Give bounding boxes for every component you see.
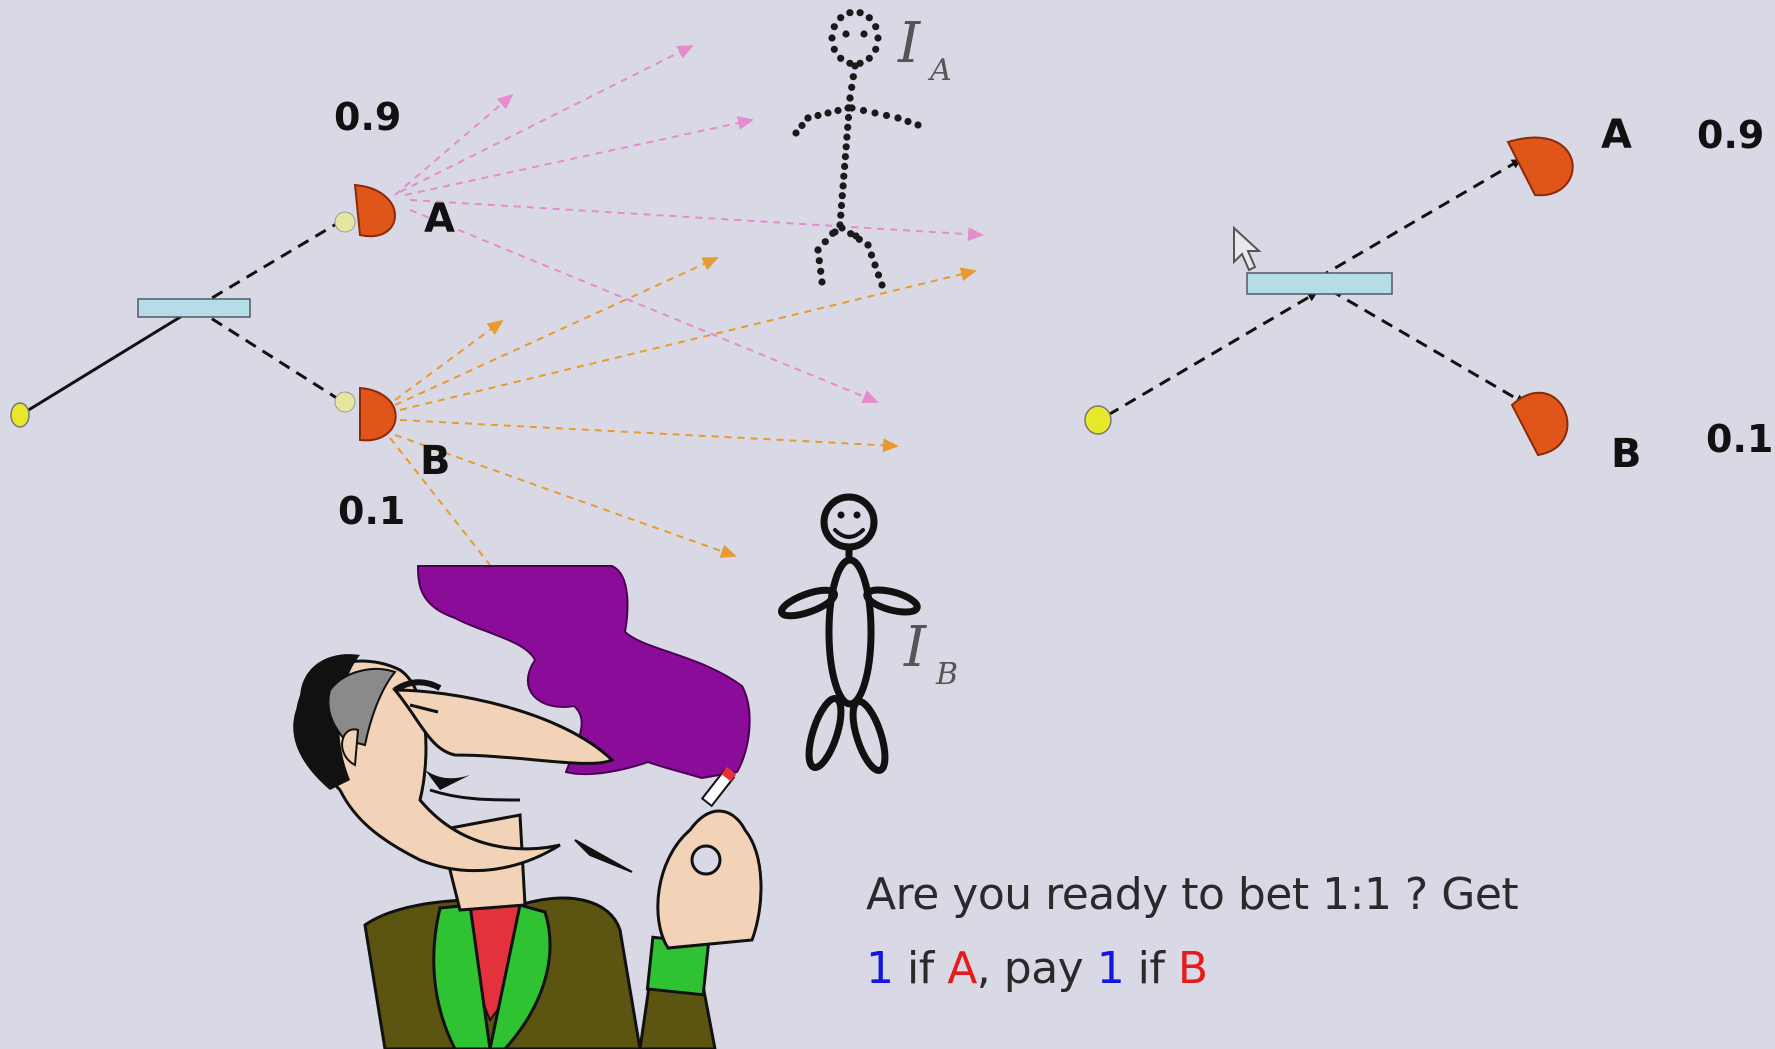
eye bbox=[409, 703, 439, 714]
mustache bbox=[425, 770, 470, 790]
hand bbox=[656, 809, 763, 950]
dotted-stick-figure bbox=[792, 9, 922, 289]
bet-line-2: 1 if A, pay 1 if B bbox=[866, 932, 1686, 1006]
eyebrow bbox=[393, 679, 442, 693]
observer-b-sub: B bbox=[935, 657, 958, 692]
beam-to-b bbox=[194, 306, 344, 404]
right-detector-b bbox=[1510, 391, 1569, 457]
detector-a bbox=[353, 183, 396, 238]
ear bbox=[341, 728, 360, 767]
cigarette-tip bbox=[721, 766, 737, 782]
beam-splitter bbox=[137, 298, 251, 318]
left-interferometer: 0.9 A B 0.1 bbox=[10, 45, 984, 566]
mouth bbox=[429, 788, 521, 802]
bet-pay-text: , pay bbox=[976, 943, 1097, 994]
orange-rays bbox=[389, 257, 977, 566]
right-detector-a bbox=[1506, 136, 1574, 197]
left-prob-b: 0.1 bbox=[338, 489, 405, 533]
nose bbox=[391, 688, 615, 765]
bet-outcome-a: A bbox=[947, 943, 977, 994]
hair-grey bbox=[327, 668, 397, 747]
bet-line-1: Are you ready to bet 1:1 ? Get bbox=[866, 869, 1519, 920]
bet-get-amount: 1 bbox=[866, 943, 894, 994]
lapel-left bbox=[432, 903, 492, 1049]
right-prob-b: 0.1 bbox=[1706, 417, 1773, 461]
goatee bbox=[574, 839, 633, 873]
right-beam-splitter bbox=[1246, 272, 1393, 295]
bet-if-1: if bbox=[893, 943, 948, 994]
finger-ring bbox=[690, 844, 722, 876]
right-beam-to-a bbox=[1317, 158, 1522, 280]
beam-to-a bbox=[194, 218, 344, 310]
photon-source bbox=[10, 402, 30, 428]
mouse-cursor-icon bbox=[1233, 225, 1262, 272]
right-label-a: A bbox=[1601, 112, 1632, 158]
smoking-man-cartoon bbox=[293, 565, 763, 1049]
smiling-stick-figure bbox=[778, 493, 921, 774]
right-prob-a: 0.9 bbox=[1697, 113, 1764, 157]
right-label-b: B bbox=[1611, 431, 1642, 477]
pink-rays bbox=[394, 45, 984, 404]
right-interferometer: A 0.9 B 0.1 bbox=[1084, 112, 1773, 477]
left-prob-a: 0.9 bbox=[334, 95, 401, 139]
bet-question: Are you ready to bet 1:1 ? Get 1 if A, p… bbox=[866, 858, 1686, 1006]
observer-b-symbol: I bbox=[903, 615, 928, 680]
bet-pay-amount: 1 bbox=[1096, 943, 1125, 994]
smoke-cloud bbox=[416, 565, 751, 780]
left-label-b: B bbox=[420, 438, 451, 484]
left-label-a: A bbox=[424, 196, 455, 242]
bet-outcome-b: B bbox=[1177, 943, 1208, 994]
photon-at-a bbox=[334, 211, 356, 233]
photon-at-b bbox=[334, 391, 356, 413]
detector-b bbox=[359, 386, 397, 442]
right-photon-source bbox=[1084, 405, 1112, 435]
right-input-beam bbox=[1107, 291, 1318, 417]
observer-a-sub: A bbox=[927, 53, 952, 88]
input-beam bbox=[21, 306, 196, 416]
right-beam-to-b bbox=[1329, 288, 1526, 405]
observer-a-symbol: I bbox=[897, 11, 922, 76]
bet-if-2: if bbox=[1124, 943, 1178, 994]
